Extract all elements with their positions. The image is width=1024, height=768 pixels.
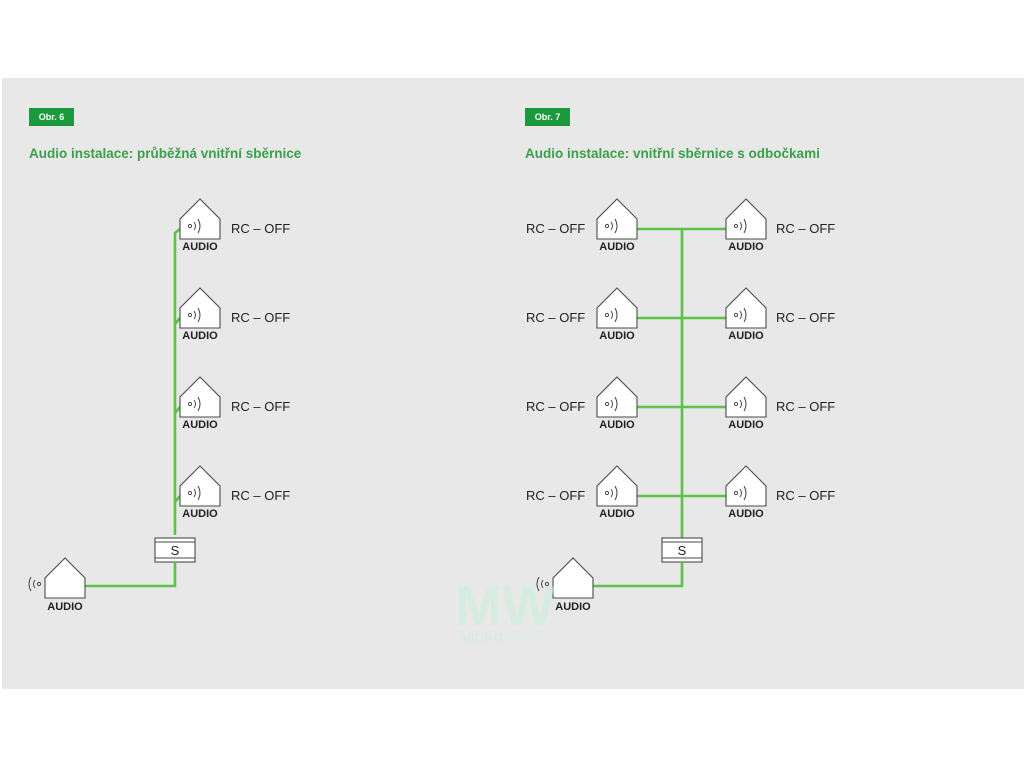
- speaker-wave-icon: [733, 396, 747, 412]
- speaker-wave-icon: [733, 218, 747, 234]
- fig7-source-audio-label: AUDIO: [555, 601, 591, 613]
- fig6-audio-unit-3: [179, 376, 221, 418]
- fig6-audio-label-2: AUDIO: [182, 330, 218, 342]
- fig7-rc-off-label-left-2: RC – OFF: [526, 310, 585, 325]
- fig7-rc-off-label-left-3: RC – OFF: [526, 399, 585, 414]
- speaker-wave-icon: [604, 307, 618, 323]
- fig7-rc-off-label-right-2: RC – OFF: [776, 310, 835, 325]
- watermark-text-micro: MICRO: [460, 630, 503, 645]
- house-icon: [596, 376, 638, 418]
- speaker-wave-icon: [604, 218, 618, 234]
- fig7-audio-label-right-2: AUDIO: [728, 330, 764, 342]
- fig6-audio-label-4: AUDIO: [182, 508, 218, 520]
- fig7-source-unit: [536, 557, 594, 599]
- fig6-bus-tap-2: [174, 317, 181, 325]
- fig7-audio-unit-left-1: [596, 198, 638, 240]
- fig6-rc-off-label-3: RC – OFF: [231, 399, 290, 414]
- house-icon: [179, 465, 221, 507]
- fig7-audio-label-right-1: AUDIO: [728, 241, 764, 253]
- speaker-wave-icon: [187, 396, 201, 412]
- switch-label: S: [171, 543, 180, 558]
- fig6-source-audio-label: AUDIO: [47, 601, 83, 613]
- fig7-audio-unit-right-4: [725, 465, 767, 507]
- fig7-audio-label-left-1: AUDIO: [599, 241, 635, 253]
- house-icon: [725, 376, 767, 418]
- figure-title-7: Audio instalace: vnitřní sběrnice s odbo…: [525, 146, 820, 161]
- fig6-audio-label-1: AUDIO: [182, 241, 218, 253]
- speaker-wave-icon: [733, 307, 747, 323]
- house-icon: [725, 287, 767, 329]
- house-icon: [44, 557, 86, 599]
- speaker-wave-icon: [28, 576, 42, 592]
- house-icon: [725, 465, 767, 507]
- house-icon: [179, 376, 221, 418]
- fig7-audio-label-right-3: AUDIO: [728, 419, 764, 431]
- fig7-rc-off-label-left-4: RC – OFF: [526, 488, 585, 503]
- fig7-audio-unit-left-3: [596, 376, 638, 418]
- fig7-rc-off-label-right-4: RC – OFF: [776, 488, 835, 503]
- figure-tag-7: Obr. 7: [525, 108, 570, 126]
- house-icon: [596, 287, 638, 329]
- speaker-wave-icon: [187, 307, 201, 323]
- fig7-audio-label-right-4: AUDIO: [728, 508, 764, 520]
- house-icon: [725, 198, 767, 240]
- fig7-audio-unit-left-2: [596, 287, 638, 329]
- watermark-text-ware: WARE: [509, 630, 548, 645]
- fig6-rc-off-label-4: RC – OFF: [231, 488, 290, 503]
- fig7-audio-label-left-2: AUDIO: [599, 330, 635, 342]
- house-icon: [179, 287, 221, 329]
- fig6-bus-tap-4: [174, 495, 181, 503]
- house-icon: [596, 465, 638, 507]
- fig7-audio-unit-right-3: [725, 376, 767, 418]
- fig6-audio-unit-4: [179, 465, 221, 507]
- fig7-audio-unit-right-1: [725, 198, 767, 240]
- fig6-audio-label-3: AUDIO: [182, 419, 218, 431]
- watermark-logo: MW: [455, 574, 555, 637]
- figure-title-6: Audio instalace: průběžná vnitřní sběrni…: [29, 146, 302, 161]
- speaker-wave-icon: [604, 396, 618, 412]
- fig6-audio-unit-2: [179, 287, 221, 329]
- house-icon: [552, 557, 594, 599]
- speaker-wave-icon: [187, 218, 201, 234]
- figure-tag-6: Obr. 6: [29, 108, 74, 126]
- fig6-bus-tap-3: [174, 406, 181, 414]
- house-icon: [179, 198, 221, 240]
- fig7-source-line: [593, 562, 684, 588]
- speaker-wave-icon: [733, 485, 747, 501]
- fig7-switch-box: [661, 537, 703, 563]
- speaker-wave-icon: [604, 485, 618, 501]
- fig7-audio-unit-right-2: [725, 287, 767, 329]
- fig7-audio-unit-left-4: [596, 465, 638, 507]
- fig6-rc-off-label-1: RC – OFF: [231, 221, 290, 236]
- speaker-wave-icon: [536, 576, 550, 592]
- fig6-switch-box: [154, 537, 196, 563]
- fig7-audio-label-left-4: AUDIO: [599, 508, 635, 520]
- fig7-rc-off-label-right-3: RC – OFF: [776, 399, 835, 414]
- fig6-source-line: [85, 562, 177, 588]
- fig7-audio-label-left-3: AUDIO: [599, 419, 635, 431]
- fig7-rc-off-label-right-1: RC – OFF: [776, 221, 835, 236]
- fig7-rc-off-label-left-1: RC – OFF: [526, 221, 585, 236]
- fig6-bus-line: [173, 227, 181, 535]
- fig6-source-unit: [28, 557, 86, 599]
- fig6-audio-unit-1: [179, 198, 221, 240]
- switch-label: S: [678, 543, 687, 558]
- speaker-wave-icon: [187, 485, 201, 501]
- house-icon: [596, 198, 638, 240]
- fig6-rc-off-label-2: RC – OFF: [231, 310, 290, 325]
